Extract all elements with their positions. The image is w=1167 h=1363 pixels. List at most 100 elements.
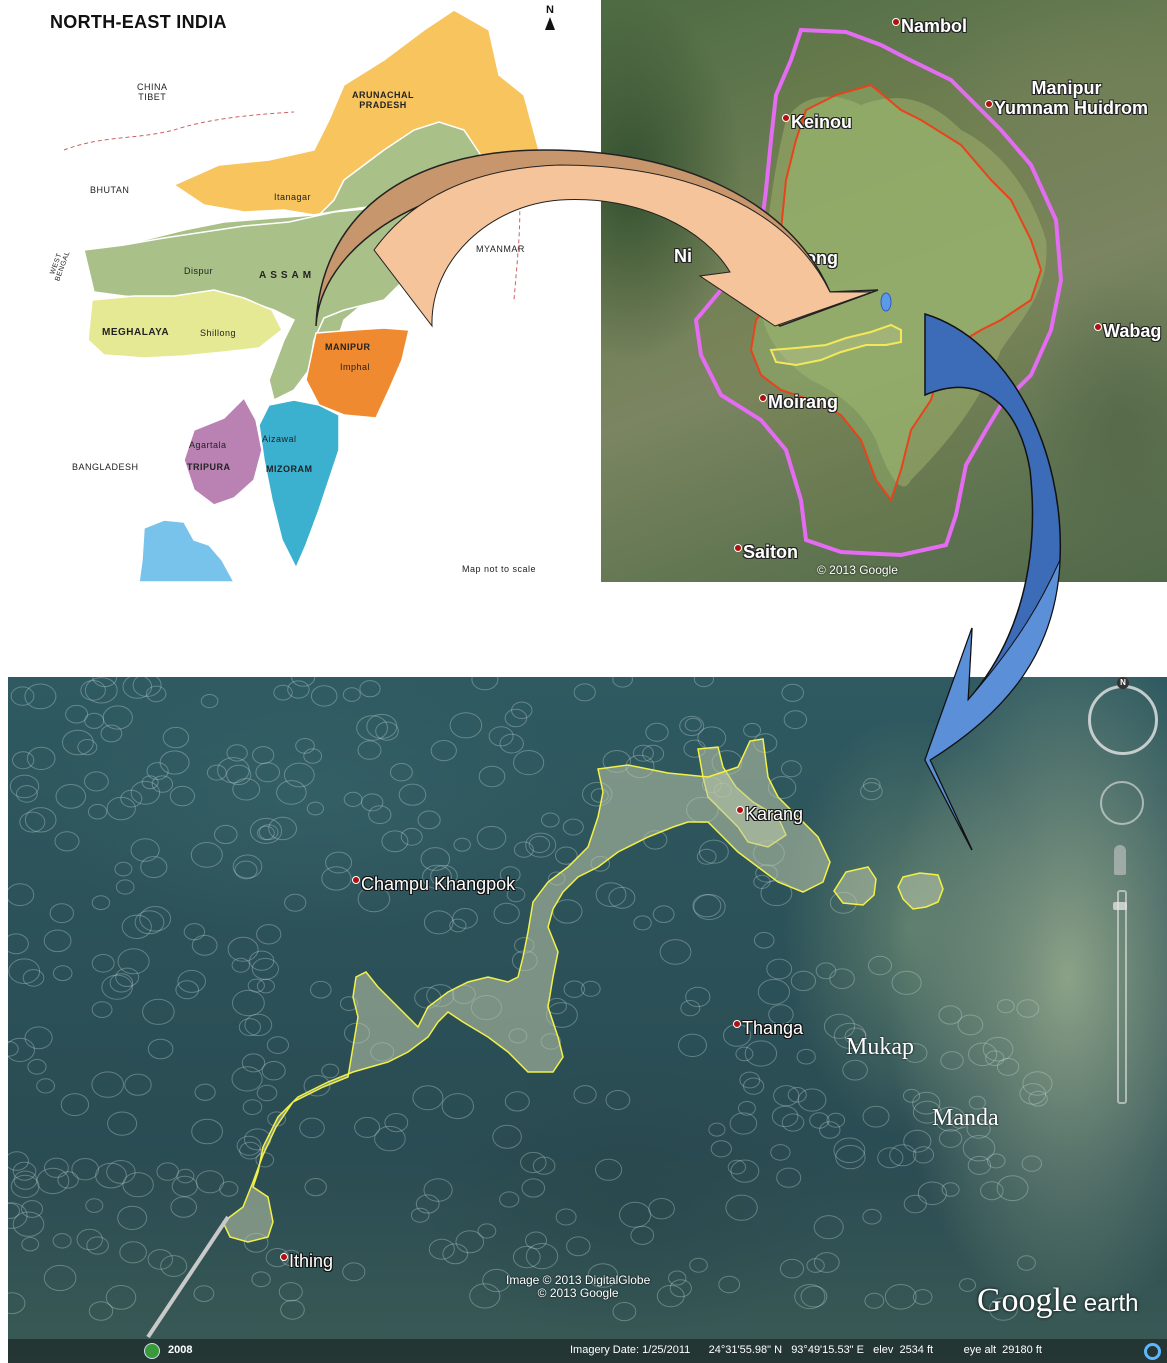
phumdi-ring [863,777,881,793]
phumdi-ring [757,978,791,1005]
street-view-pegman-icon[interactable] [1114,845,1126,875]
phumdi-ring [283,762,315,788]
phumdi-ring [864,1292,885,1309]
phumdi-ring [1016,999,1040,1018]
phumdi-ring [24,807,57,833]
phumdi-ring [729,1112,758,1135]
phumdi-ring [612,677,633,688]
label-tripura: TRIPURA [187,462,231,472]
phumdi-ring [842,1059,868,1081]
phumdi-ring [132,677,162,697]
phumdi-ring [252,746,275,765]
phumdi-ring [499,866,521,884]
phumdi-ring [957,1014,984,1036]
phumdi-ring [441,1093,474,1120]
phumdi-ring [455,1230,485,1254]
phumdi-ring [477,1223,497,1239]
phumdi-ring [193,1285,215,1302]
phumdi-ring [8,1037,35,1062]
navigation-controls[interactable]: N [1088,677,1160,1135]
map-title: NORTH-EAST INDIA [50,12,227,32]
look-joystick[interactable] [1100,781,1144,825]
phumdi-ring [24,683,57,710]
phumdi-ring [659,939,692,965]
road-line [146,1215,230,1339]
phumdi-ring [239,1141,262,1160]
label-aizawal: Aizawal [262,434,297,444]
phumdi-ring [693,677,714,688]
phumdi-ring [10,1174,40,1198]
phumdi-ring [159,750,190,775]
label-bangladesh: BANGLADESH [72,462,139,472]
phumdi-ring [633,915,652,931]
phumdi-ring [214,824,238,845]
phumdi-ring [889,1144,917,1167]
phumdi-ring [357,740,382,760]
phumdi-ring [295,738,315,754]
phumdi-ring [54,831,80,852]
phumdi-ring [384,1113,409,1133]
phumdi-ring [398,783,427,806]
phumdi-ring [868,955,892,976]
phumdi-ring [114,861,133,877]
phumdi-ring [52,1233,72,1249]
phumdi-ring [84,677,118,704]
google-copyright: © 2013 Google [817,563,898,577]
phumdi-ring [49,903,74,924]
phumdi-ring [124,1073,152,1096]
zoom-slider-knob[interactable] [1113,902,1127,910]
phumdi-ring [941,1182,960,1197]
streaming-indicator-icon [1144,1343,1161,1360]
historical-year: 2008 [168,1344,193,1356]
phumdi-ring [44,1157,69,1178]
phumdi-ring [8,958,41,985]
phumdi-ring [773,1085,800,1107]
phumdi-ring [102,705,133,730]
phumdi-ring [134,910,165,935]
label-meghalaya: MEGHALAYA [102,327,170,338]
phumdi-ring [359,680,381,698]
phumdi-ring [117,1205,148,1231]
phumdi-ring [580,980,601,997]
phumdi-ring [985,1050,1005,1067]
phumdi-ring [753,874,771,889]
phumdi-ring [284,893,307,912]
phumdi-ring [684,717,702,732]
phumdi-ring [525,832,557,858]
zoom-slider[interactable] [1113,890,1127,1104]
phumdi-ring [968,1095,986,1110]
phumdi-ring [256,978,275,994]
phumdi-ring [130,780,161,805]
phumdi-ring [169,785,195,807]
compass-north-icon: N [1117,677,1129,689]
phumdi-ring [91,1071,124,1098]
phumdi-ring [776,1167,802,1188]
phumdi-ring [115,967,140,987]
place-nambol: Nambol [892,16,967,37]
phumdi-ring [587,1263,619,1288]
label-agartala: Agartala [189,440,227,450]
phumdi-ring [938,1005,963,1025]
phumdi-ring [917,1181,948,1206]
phumdi-ring [996,1175,1029,1202]
north-letter: N [546,4,554,16]
phumdi-ring [115,879,135,895]
phumdi-ring [997,999,1015,1014]
phumdi-ring [753,931,775,949]
phumdi-ring [84,712,105,729]
phumdi-ring [520,1151,547,1174]
phumdi-ring [938,1129,963,1148]
phumdi-ring [696,848,717,865]
phumdi-ring [512,750,545,776]
historical-imagery-clock-icon[interactable] [144,1343,160,1359]
phumdi-ring [16,785,38,803]
phumdi-ring [361,793,384,812]
phumdi-ring [22,969,45,987]
compass-ring[interactable]: N [1088,677,1158,755]
islands-boundary [769,323,902,367]
place-ningthoukhong-left: Ni [674,246,692,266]
phumdi-ring [101,974,133,1000]
phumdi-ring [656,1284,685,1308]
